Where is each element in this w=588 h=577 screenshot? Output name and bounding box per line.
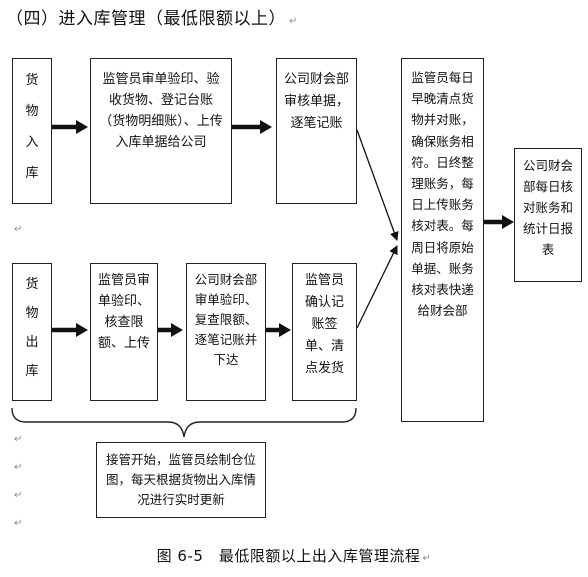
page-heading: （四）进入库管理（最低限额以上）↵ [6,4,298,29]
box-goods-out: 货 物 出 库 [12,263,52,401]
bold-arrow-out-1 [52,323,88,337]
paragraph-mark: ↵ [14,224,23,235]
bold-arrow-in-2 [232,120,272,134]
box-supervisor-out: 监管员审单验印、核查限额、上传 [90,263,158,401]
thin-arrow-from-finance-in [356,129,399,241]
grouping-brace [11,407,357,438]
box-handover: 接管开始，监管员绘制仓位图，每天根据货物出入库情况进行实时更新 [96,442,266,518]
paragraph-mark: ↵ [289,16,298,27]
heading-text: （四）进入库管理（最低限额以上） [6,9,286,29]
paragraph-mark: ↵ [422,553,432,564]
bold-arrow-in-1 [52,120,88,134]
box-supervisor-confirm: 监管员确认记账签单、清点发货 [292,263,357,401]
bold-arrow-out-3 [266,323,291,337]
paragraph-mark: ↵ [14,462,23,473]
paragraph-mark: ↵ [14,434,23,445]
thin-arrow-from-supervisor-confirm [356,245,398,329]
figure-caption: 图 6-5 最低限额以上出入库管理流程↵ [0,545,588,566]
box-supervisor-daily: 监管员每日早晚清点货物并对账，确保账务相符。日终整理账务，每日上传账务核对表。每… [401,58,484,422]
box-goods-in: 货 物 入 库 [12,58,52,204]
paragraph-mark: ↵ [14,518,23,529]
bold-arrow-to-finance-check [484,215,514,229]
box-finance-check: 公司财会部每日核对账务和统计日报表 [514,148,582,282]
paragraph-mark: ↵ [14,490,23,501]
box-finance-in: 公司财会部审核单据，逐笔记账 [276,58,357,204]
box-supervisor-in: 监管员审单验印、验收货物、登记台账（货物明细账）、上传入库单据给公司 [90,58,232,204]
caption-text: 图 6-5 最低限额以上出入库管理流程 [156,547,421,565]
box-finance-out: 公司财会部审单验印、复查限额、逐笔记账并下达 [186,263,266,401]
bold-arrow-out-2 [158,323,183,337]
